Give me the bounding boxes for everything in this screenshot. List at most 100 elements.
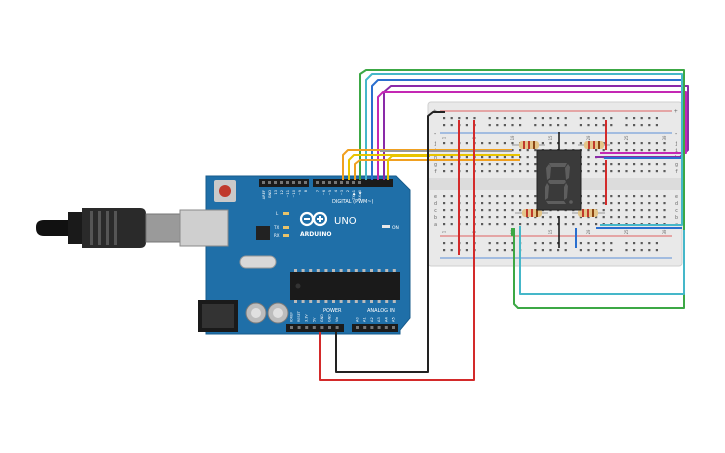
terminal-hole[interactable] [488, 142, 491, 145]
terminal-hole[interactable] [519, 170, 522, 173]
terminal-hole[interactable] [617, 163, 620, 166]
terminal-hole[interactable] [519, 163, 522, 166]
rail-hole[interactable] [564, 124, 567, 127]
terminal-hole[interactable] [663, 209, 666, 212]
rail-hole[interactable] [496, 117, 499, 120]
terminal-hole[interactable] [602, 170, 605, 173]
rail-hole[interactable] [541, 249, 544, 252]
rail-hole[interactable] [541, 117, 544, 120]
rail-hole[interactable] [549, 242, 552, 245]
terminal-hole[interactable] [564, 142, 567, 145]
terminal-hole[interactable] [503, 209, 506, 212]
digital-pin[interactable] [262, 181, 265, 184]
terminal-hole[interactable] [481, 202, 484, 205]
rail-hole[interactable] [655, 249, 658, 252]
terminal-hole[interactable] [465, 216, 468, 219]
terminal-hole[interactable] [481, 209, 484, 212]
rail-hole[interactable] [557, 117, 560, 120]
rail-hole[interactable] [610, 242, 613, 245]
terminal-hole[interactable] [564, 223, 567, 226]
terminal-hole[interactable] [602, 216, 605, 219]
terminal-hole[interactable] [663, 149, 666, 152]
terminal-hole[interactable] [496, 163, 499, 166]
power-pin[interactable] [320, 326, 324, 329]
rail-hole[interactable] [564, 117, 567, 120]
terminal-hole[interactable] [465, 156, 468, 159]
terminal-hole[interactable] [655, 202, 658, 205]
rail-hole[interactable] [496, 124, 499, 127]
rail-hole[interactable] [648, 117, 651, 120]
terminal-hole[interactable] [465, 195, 468, 198]
terminal-hole[interactable] [465, 202, 468, 205]
terminal-hole[interactable] [648, 163, 651, 166]
rail-hole[interactable] [633, 124, 636, 127]
terminal-hole[interactable] [572, 216, 575, 219]
terminal-hole[interactable] [481, 156, 484, 159]
terminal-hole[interactable] [488, 156, 491, 159]
power-pin[interactable] [335, 326, 339, 329]
rail-hole[interactable] [625, 249, 628, 252]
terminal-hole[interactable] [655, 163, 658, 166]
terminal-hole[interactable] [481, 223, 484, 226]
terminal-hole[interactable] [450, 195, 453, 198]
rail-hole[interactable] [633, 249, 636, 252]
terminal-hole[interactable] [511, 209, 514, 212]
terminal-hole[interactable] [541, 142, 544, 145]
terminal-hole[interactable] [625, 170, 628, 173]
rail-hole[interactable] [602, 117, 605, 120]
terminal-hole[interactable] [625, 202, 628, 205]
digital-pin[interactable] [304, 181, 307, 184]
terminal-hole[interactable] [526, 170, 529, 173]
power-pin[interactable] [290, 326, 293, 329]
terminal-hole[interactable] [625, 149, 628, 152]
terminal-hole[interactable] [534, 195, 537, 198]
rail-hole[interactable] [564, 242, 567, 245]
rail-hole[interactable] [511, 124, 514, 127]
rail-hole[interactable] [496, 242, 499, 245]
terminal-hole[interactable] [481, 142, 484, 145]
rail-hole[interactable] [640, 117, 643, 120]
terminal-hole[interactable] [564, 216, 567, 219]
rail-hole[interactable] [503, 242, 506, 245]
terminal-hole[interactable] [625, 163, 628, 166]
digital-pin[interactable] [298, 181, 301, 184]
terminal-hole[interactable] [602, 209, 605, 212]
terminal-hole[interactable] [655, 142, 658, 145]
terminal-hole[interactable] [488, 216, 491, 219]
terminal-hole[interactable] [511, 142, 514, 145]
rail-hole[interactable] [458, 117, 461, 120]
terminal-hole[interactable] [602, 195, 605, 198]
terminal-hole[interactable] [633, 149, 636, 152]
terminal-hole[interactable] [496, 142, 499, 145]
terminal-hole[interactable] [557, 223, 560, 226]
terminal-hole[interactable] [655, 195, 658, 198]
terminal-hole[interactable] [640, 195, 643, 198]
terminal-hole[interactable] [663, 216, 666, 219]
rail-hole[interactable] [655, 124, 658, 127]
terminal-hole[interactable] [610, 142, 613, 145]
terminal-hole[interactable] [465, 163, 468, 166]
terminal-hole[interactable] [587, 223, 590, 226]
terminal-hole[interactable] [640, 170, 643, 173]
terminal-hole[interactable] [519, 223, 522, 226]
rail-hole[interactable] [610, 249, 613, 252]
terminal-hole[interactable] [496, 202, 499, 205]
terminal-hole[interactable] [488, 163, 491, 166]
rail-hole[interactable] [443, 249, 446, 252]
rail-hole[interactable] [443, 117, 446, 120]
terminal-hole[interactable] [511, 149, 514, 152]
terminal-hole[interactable] [663, 163, 666, 166]
terminal-hole[interactable] [617, 142, 620, 145]
terminal-hole[interactable] [534, 163, 537, 166]
rail-hole[interactable] [602, 242, 605, 245]
terminal-hole[interactable] [595, 163, 598, 166]
terminal-hole[interactable] [526, 202, 529, 205]
terminal-hole[interactable] [655, 149, 658, 152]
analog-pin[interactable] [384, 326, 388, 329]
rail-hole[interactable] [587, 117, 590, 120]
terminal-hole[interactable] [595, 149, 598, 152]
terminal-hole[interactable] [648, 142, 651, 145]
terminal-hole[interactable] [595, 202, 598, 205]
terminal-hole[interactable] [503, 202, 506, 205]
